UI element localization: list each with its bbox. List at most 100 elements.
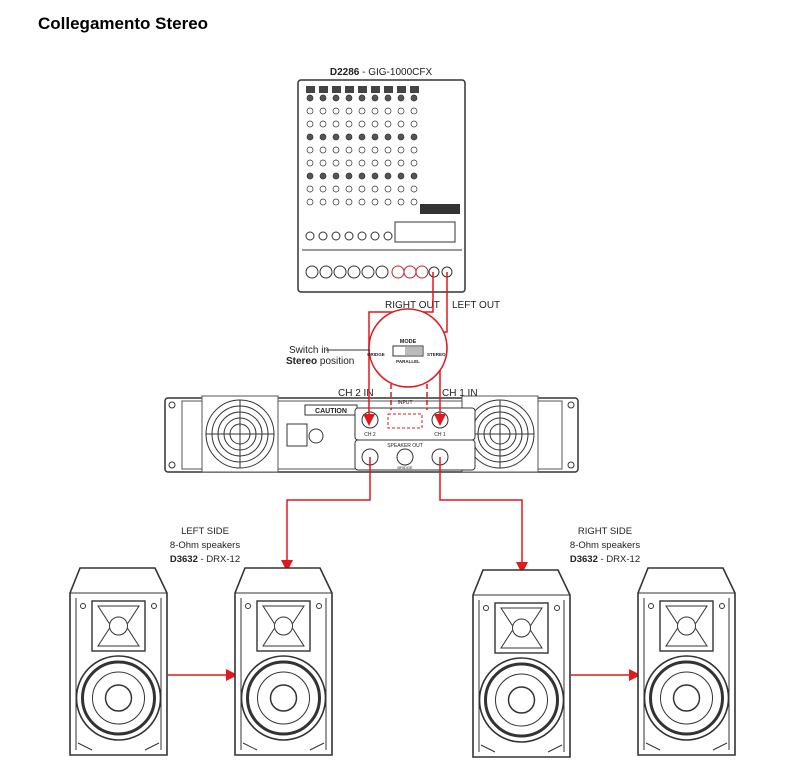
mixer-channel-input <box>345 86 354 93</box>
mixer-level-knob <box>370 231 380 241</box>
speaker-right-2-icon <box>636 566 737 757</box>
mixer-knob <box>410 107 418 115</box>
mixer-knob <box>332 94 340 102</box>
parallel-position-label: PARALLEL <box>396 359 420 364</box>
mixer-knob <box>332 133 340 141</box>
mixer-jack <box>375 265 389 279</box>
mixer-knob <box>345 133 353 141</box>
right-side-title: RIGHT SIDE <box>578 526 632 537</box>
mixer-jack <box>319 265 333 279</box>
mixer-knob <box>384 185 392 193</box>
mixer-knob <box>332 172 340 180</box>
ch2-in-label: CH 2 IN <box>338 388 374 399</box>
speaker-left-2-icon <box>233 566 334 757</box>
mixer-knob <box>397 146 405 154</box>
mixer-knob <box>410 94 418 102</box>
mixer-channel-input <box>371 86 380 93</box>
mixer-knob <box>397 133 405 141</box>
mixer-knob <box>319 107 327 115</box>
mixer-knob <box>410 185 418 193</box>
mixer-jack <box>391 265 405 279</box>
right-side-label: RIGHT SIDE 8-Ohm speakers D3632 - DRX-12 <box>570 526 640 565</box>
mixer-knob <box>371 120 379 128</box>
mixer-knob <box>345 185 353 193</box>
mixer-level-knob <box>344 231 354 241</box>
mixer-knob <box>306 198 314 206</box>
right-side-spec: 8-Ohm speakers <box>570 540 640 551</box>
mode-switch <box>405 347 422 355</box>
mixer-knob <box>371 107 379 115</box>
mixer-knob <box>319 198 327 206</box>
left-side-model: D3632 - DRX-12 <box>170 554 240 565</box>
mixer-knob <box>384 159 392 167</box>
mixer: D2286 - GIG-1000CFX <box>297 67 466 293</box>
mixer-knob <box>332 198 340 206</box>
mixer-level-knob <box>357 231 367 241</box>
mixer-knob <box>319 185 327 193</box>
mixer-knob <box>319 133 327 141</box>
mixer-knob <box>358 146 366 154</box>
mixer-knob <box>384 94 392 102</box>
speaker-out-label: SPEAKER OUT <box>387 443 423 449</box>
bridge-speakon-output[interactable] <box>396 448 414 466</box>
mixer-knob <box>358 172 366 180</box>
fan-left-icon <box>201 395 279 473</box>
mixer-label: D2286 - GIG-1000CFX <box>330 67 433 78</box>
right-side-model: D3632 - DRX-12 <box>570 554 640 565</box>
mixer-channel-strips <box>305 86 419 241</box>
mixer-knob <box>306 172 314 180</box>
mixer-knob <box>410 198 418 206</box>
left-side-spec: 8-Ohm speakers <box>170 540 240 551</box>
mode-switch-detail: MODE BRIDGE STEREO PARALLEL <box>367 308 448 388</box>
mixer-knob <box>410 120 418 128</box>
mixer-knob <box>384 107 392 115</box>
mixer-jack <box>305 265 319 279</box>
ch2-speaker-cable <box>281 457 371 572</box>
mixer-level-knob <box>383 231 393 241</box>
mixer-knob <box>397 198 405 206</box>
mixer-knob <box>371 94 379 102</box>
switch-note-line1: Switch in <box>289 345 329 356</box>
mixer-knob <box>345 120 353 128</box>
mixer-rear-jacks <box>305 265 453 279</box>
left-side-title: LEFT SIDE <box>181 526 229 537</box>
mixer-knob <box>397 185 405 193</box>
mixer-knob <box>306 159 314 167</box>
mixer-knob <box>397 172 405 180</box>
mixer-jack <box>361 265 375 279</box>
speaker-left-1-icon <box>68 566 169 757</box>
mixer-knob <box>410 146 418 154</box>
mixer-knob <box>306 120 314 128</box>
mixer-knob <box>345 172 353 180</box>
mixer-knob <box>345 159 353 167</box>
ch2-xlr-input[interactable] <box>361 411 379 429</box>
ch2-label: CH 2 <box>364 432 376 438</box>
mixer-knob <box>332 146 340 154</box>
mode-label: MODE <box>400 339 417 345</box>
mixer-channel-input <box>358 86 367 93</box>
ch1-speaker-cable <box>439 457 528 574</box>
mixer-channel-input <box>306 86 315 93</box>
mixer-knob <box>358 94 366 102</box>
mixer-knob <box>384 172 392 180</box>
mixer-knob <box>397 107 405 115</box>
mixer-knob <box>345 198 353 206</box>
mixer-knob <box>306 133 314 141</box>
mixer-knob <box>319 94 327 102</box>
mixer-channel-input <box>332 86 341 93</box>
mixer-knob <box>319 172 327 180</box>
mixer-knob <box>358 159 366 167</box>
mixer-knob <box>319 146 327 154</box>
mixer-knob <box>397 94 405 102</box>
amplifier: CAUTION INPUT SPEAKER OUT CH 2 CH 1 BRID… <box>164 395 579 473</box>
mixer-channel-input <box>319 86 328 93</box>
mixer-knob <box>345 94 353 102</box>
mixer-knob <box>397 120 405 128</box>
mixer-knob <box>319 159 327 167</box>
mixer-knob <box>371 146 379 154</box>
mixer-knob <box>410 159 418 167</box>
mixer-jack <box>415 265 429 279</box>
mixer-knob <box>319 120 327 128</box>
